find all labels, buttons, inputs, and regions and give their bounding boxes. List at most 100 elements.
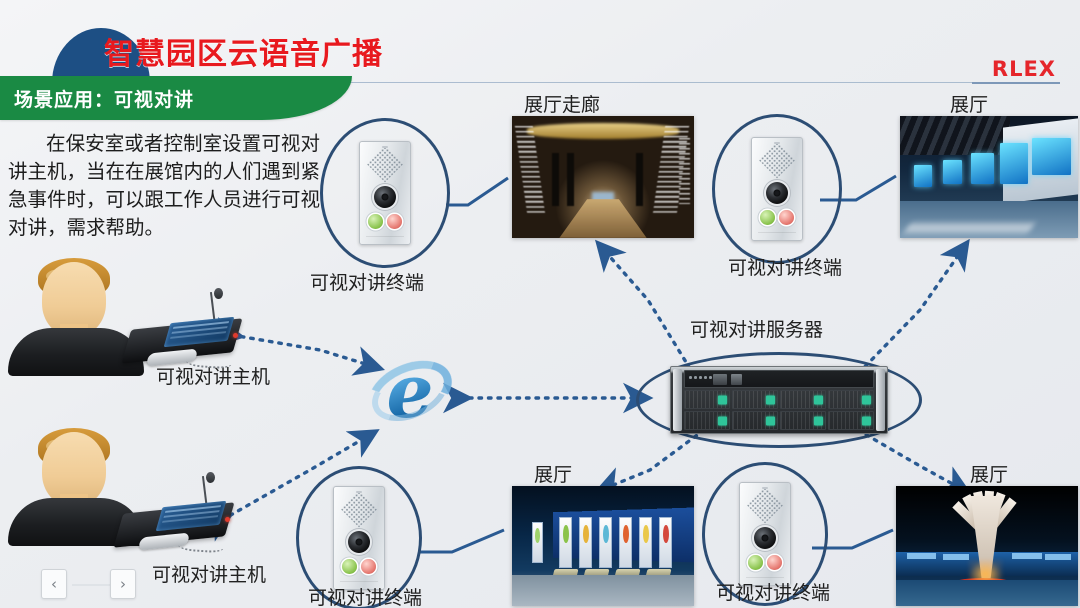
hangup-button-red[interactable]	[779, 210, 794, 225]
photo-exhibition-hall-screens	[900, 116, 1078, 238]
device-seam	[366, 236, 404, 237]
hall2-floor	[512, 574, 694, 606]
hangup-button-red[interactable]	[767, 555, 782, 570]
server-front-panel	[684, 370, 874, 388]
device-indicator	[356, 491, 362, 493]
internet-explorer-icon[interactable]: e	[358, 348, 462, 436]
camera-lens-icon	[348, 531, 370, 553]
hangup-button-red[interactable]	[387, 214, 402, 229]
hall1-screen-4	[942, 159, 963, 185]
intercom-terminal-device[interactable]	[751, 137, 803, 241]
hall3-light-4	[1045, 554, 1071, 561]
hall1-ceiling-slats	[900, 116, 1011, 156]
caption-hall-top-right: 展厅	[950, 94, 989, 116]
nav-progress-track	[72, 584, 110, 586]
server-optical-drive	[713, 374, 727, 385]
label-host-lower: 可视对讲主机	[152, 564, 267, 586]
call-button-green[interactable]	[368, 214, 383, 229]
corridor-chandelier-left	[514, 125, 546, 214]
caption-hall-bottom-left: 展厅	[534, 464, 573, 486]
banner-label: 场景应用：可视对讲	[14, 89, 195, 111]
drive-bay[interactable]	[780, 411, 826, 430]
label-terminal-top-right: 可视对讲终端	[728, 257, 843, 279]
avatar-head	[42, 262, 106, 336]
hall2-panel-6-art	[662, 524, 669, 544]
microphone-icon[interactable]	[214, 288, 223, 299]
hall3-floor	[896, 579, 1078, 606]
ie-letter-e: e	[364, 348, 456, 436]
drive-bay[interactable]	[684, 390, 730, 409]
speaker-grille-icon	[758, 141, 796, 179]
hall2-panel-2-art	[582, 524, 589, 544]
photo-exhibition-gallery-blue	[512, 486, 694, 606]
node-video-intercom-server[interactable]	[636, 352, 922, 448]
node-terminal-top-left[interactable]	[320, 118, 450, 268]
caption-corridor: 展厅走廊	[524, 94, 601, 116]
corridor-pillar-left	[552, 152, 560, 207]
hall2-panel-1	[559, 517, 573, 568]
brand-logo-rlex: RLEX	[991, 57, 1056, 81]
hall2-panel-6	[659, 517, 673, 568]
drive-bay[interactable]	[780, 390, 826, 409]
device-seam	[340, 581, 378, 582]
drive-bay[interactable]	[828, 390, 874, 409]
drive-bay[interactable]	[732, 411, 778, 430]
operator-avatar-upper	[6, 258, 146, 376]
drive-bay[interactable]	[828, 411, 874, 430]
previous-slide-button[interactable]: ‹	[41, 569, 67, 599]
call-button-green[interactable]	[342, 559, 357, 574]
avatar-torso	[8, 328, 144, 376]
caption-hall-bottom-right: 展厅	[970, 464, 1009, 486]
rack-ear-left	[673, 369, 682, 431]
hall2-panel-7-art	[534, 528, 540, 544]
device-seam	[746, 577, 784, 578]
hall1-screen-2	[1031, 137, 1071, 175]
label-server: 可视对讲服务器	[690, 319, 824, 341]
photo-exhibition-hall-column	[896, 486, 1078, 606]
device-indicator	[774, 142, 780, 144]
drive-bay[interactable]	[684, 411, 730, 430]
console-record-led	[225, 517, 230, 522]
speaker-grille-icon	[746, 486, 784, 524]
intercom-terminal-device[interactable]	[359, 141, 411, 245]
hall2-panel-1-art	[562, 524, 569, 544]
hall2-panel-7	[532, 522, 543, 563]
hangup-button-red[interactable]	[361, 559, 376, 574]
corridor-chandelier-right-2	[679, 137, 691, 204]
label-terminal-bottom-right: 可视对讲终端	[716, 582, 831, 604]
intercom-console-upper[interactable]	[121, 288, 246, 370]
hall2-panel-5	[639, 517, 653, 568]
server-status-leds	[689, 376, 712, 379]
rack-server-device[interactable]	[670, 366, 888, 434]
label-terminal-top-left: 可视对讲终端	[310, 272, 425, 294]
page-title: 智慧园区云语音广播	[104, 37, 383, 72]
hall2-panel-3	[599, 517, 613, 568]
hall2-panel-2	[579, 517, 593, 568]
call-button-green[interactable]	[760, 210, 775, 225]
intercom-terminal-device[interactable]	[739, 482, 791, 586]
hall1-screen-1	[999, 142, 1029, 185]
speaker-grille-icon	[366, 145, 404, 183]
next-slide-button[interactable]: ›	[110, 569, 136, 599]
hall1-screen-5	[914, 164, 933, 187]
intercom-console-lower[interactable]	[113, 472, 238, 554]
hall3-light-2	[943, 554, 969, 561]
rack-ear-right	[876, 369, 885, 431]
hall1-floor	[900, 201, 1078, 238]
server-power-button[interactable]	[731, 374, 742, 385]
hall2-panel-3-art	[602, 524, 609, 544]
device-seam	[758, 232, 796, 233]
call-button-green[interactable]	[748, 555, 763, 570]
microphone-icon[interactable]	[206, 472, 215, 483]
header-divider-line	[330, 82, 972, 83]
hall2-panel-4-art	[622, 524, 629, 544]
label-terminal-bottom-left: 可视对讲终端	[308, 587, 423, 608]
photo-exhibition-corridor	[512, 116, 694, 238]
camera-lens-icon	[754, 527, 776, 549]
node-terminal-top-right[interactable]	[712, 114, 842, 264]
hall1-screen-3	[971, 152, 995, 185]
intercom-terminal-device[interactable]	[333, 486, 385, 590]
drive-bay[interactable]	[732, 390, 778, 409]
corridor-ceiling-light	[526, 123, 680, 140]
